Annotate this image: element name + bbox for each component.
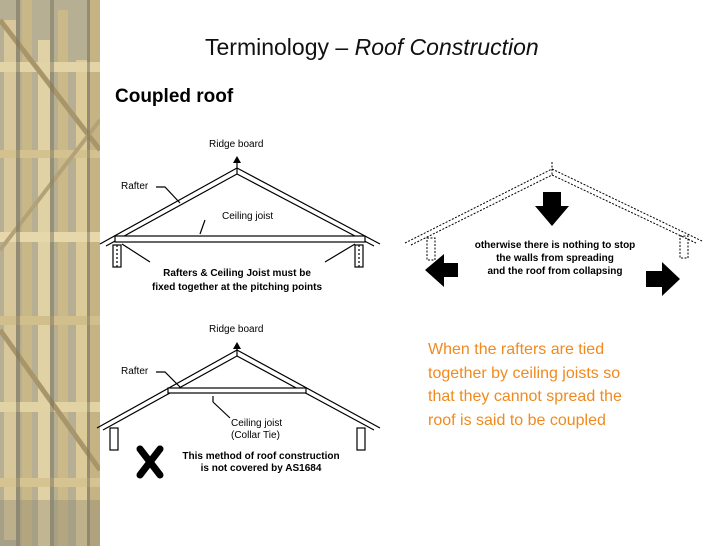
summary-text: When the rafters are tied together by ce… [428,338,698,432]
timber-frame-image [0,0,100,546]
x-mark-icon [136,445,164,479]
standard-note-line1: This method of roof construction [182,451,340,462]
left-arrow-icon [425,254,458,287]
spread-note-line3: and the roof from collapsing [487,266,623,277]
slide-title: Terminology – Roof Construction [205,34,539,61]
spread-note-line2: the walls from spreading [496,253,614,264]
ceiling-joist-label: Ceiling joist [222,211,274,222]
collar-joist-label-line2: (Collar Tie) [231,430,280,441]
summary-line4: roof is said to be coupled [428,411,606,429]
summary-line1: When the rafters are tied [428,341,605,358]
rafter-label-2: Rafter [121,366,149,377]
fixing-note-line2: fixed together at the pitching points [152,282,322,293]
summary-line3: that they cannot spread the [428,388,622,405]
title-plain: Terminology – [205,34,355,60]
standard-note-line2: is not covered by AS1684 [200,463,322,474]
right-arrow-icon [646,262,680,296]
ridge-board-label-2: Ridge board [209,324,264,335]
summary-line2: together by ceiling joists so [428,364,621,382]
down-arrow-icon [535,192,569,226]
spread-note-line1: otherwise there is nothing to stop [474,240,636,251]
collar-joist-label-line1: Ceiling joist [231,418,283,429]
rafter-label: Rafter [121,181,149,192]
subtitle: Coupled roof [115,86,234,107]
ridge-board-label: Ridge board [209,139,264,150]
fixing-note-line1: Rafters & Ceiling Joist must be [163,268,311,279]
title-italic: Roof Construction [354,34,539,60]
